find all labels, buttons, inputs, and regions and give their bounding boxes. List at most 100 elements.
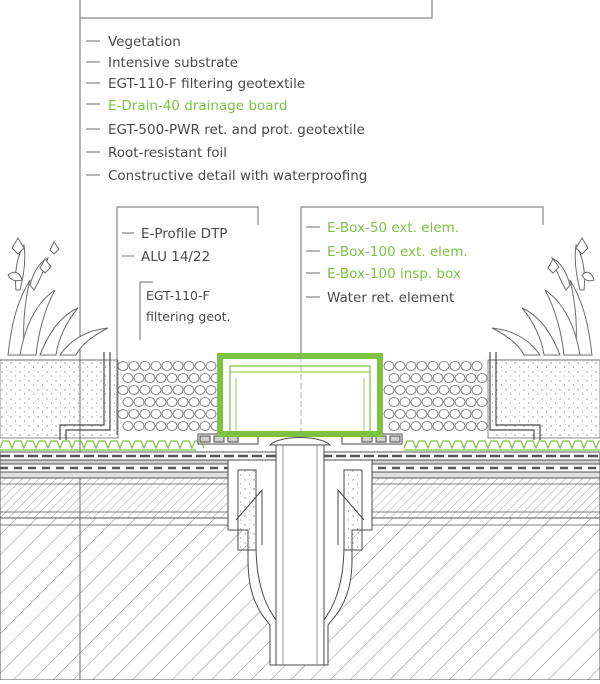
gravel-stone xyxy=(117,385,129,395)
gravel-stone xyxy=(139,409,151,419)
vegetation-right xyxy=(491,237,595,356)
gravel-stone xyxy=(150,409,162,419)
top_labels-label-4: EGT-500-PWR ret. and prot. geotextile xyxy=(108,122,365,138)
gravel-stone xyxy=(427,409,439,419)
right_labels-label-2: E-Box-100 insp. box xyxy=(327,266,461,282)
box-label-group: E-Box-50 ext. elem.E-Box-100 ext. elem.E… xyxy=(327,220,468,306)
gravel-stone xyxy=(150,361,162,371)
gravel-stone xyxy=(416,361,428,371)
gravel-stone xyxy=(194,385,206,395)
gravel-stone xyxy=(405,409,417,419)
gravel-stone xyxy=(388,397,400,407)
gravel-stone xyxy=(476,397,488,407)
gravel-stone xyxy=(122,397,134,407)
gravel-stone xyxy=(155,421,167,431)
gravel-stone xyxy=(155,397,167,407)
top_labels-label-1: Intensive substrate xyxy=(108,55,238,71)
gravel-stone xyxy=(410,373,422,383)
gravel-stone xyxy=(427,361,439,371)
gravel-stone xyxy=(438,385,450,395)
gravel-stone xyxy=(172,409,184,419)
gravel-stone xyxy=(150,385,162,395)
gravel-stone xyxy=(465,421,477,431)
gravel-stone xyxy=(128,385,140,395)
gravel-stone xyxy=(405,385,417,395)
drainage-corrugation xyxy=(0,440,205,450)
gravel-stone xyxy=(161,385,173,395)
gravel-stone xyxy=(128,409,140,419)
gravel-stone xyxy=(188,373,200,383)
profile-label-group: E-Profile DTP ALU 14/22 xyxy=(141,226,227,265)
gravel-stone xyxy=(449,361,461,371)
inspection-box xyxy=(217,353,383,437)
left_labels-label-1: ALU 14/22 xyxy=(141,249,210,265)
gravel-stone xyxy=(399,421,411,431)
left_labels-label-0: E-Profile DTP xyxy=(141,226,227,242)
gravel-stone xyxy=(183,385,195,395)
box-leader-frame xyxy=(300,206,544,450)
gravel-stone xyxy=(394,385,406,395)
drain-outlet xyxy=(227,437,373,666)
gravel-stone xyxy=(194,409,206,419)
top_labels-label-0: Vegetation xyxy=(108,34,181,50)
top_labels-label-3: E-Drain-40 drainage board xyxy=(108,98,287,114)
gravel-stone xyxy=(383,409,395,419)
gravel-stone xyxy=(416,409,428,419)
gravel-stone xyxy=(205,361,217,371)
gravel-stone xyxy=(443,373,455,383)
gravel-stone xyxy=(476,373,488,383)
gravel-stone xyxy=(427,385,439,395)
gravel-stone xyxy=(471,409,483,419)
gravel-stone xyxy=(416,385,428,395)
gravel-stone xyxy=(410,421,422,431)
gravel-stone xyxy=(117,361,129,371)
gravel-stone xyxy=(177,373,189,383)
gravel-stone xyxy=(183,409,195,419)
e-profile-left xyxy=(59,352,111,440)
gravel-stone xyxy=(139,361,151,371)
gravel-stone xyxy=(454,373,466,383)
gravel-stone xyxy=(122,373,134,383)
gravel-stone xyxy=(421,421,433,431)
gravel-stone xyxy=(139,385,151,395)
gravel-stone xyxy=(199,373,211,383)
gravel-stone xyxy=(465,397,477,407)
gravel-stone xyxy=(128,361,140,371)
vegetation-left xyxy=(7,237,109,356)
gravel-stone xyxy=(155,373,167,383)
gravel-stone xyxy=(205,385,217,395)
gravel-stone xyxy=(117,409,129,419)
gravel-stone xyxy=(122,421,134,431)
gravel-stone xyxy=(144,421,156,431)
gravel-stone xyxy=(144,373,156,383)
gravel-stone xyxy=(199,421,211,431)
gravel-stone xyxy=(399,373,411,383)
gravel-stone xyxy=(449,385,461,395)
right_labels-label-1: E-Box-100 ext. elem. xyxy=(327,244,468,260)
gravel-stone xyxy=(449,409,461,419)
drainage-corrugation xyxy=(403,440,600,450)
gravel-stone xyxy=(383,361,395,371)
filter-leader-frame xyxy=(139,281,153,340)
top_labels-label-5: Root-resistant foil xyxy=(108,145,227,161)
gravel-stone xyxy=(471,385,483,395)
gravel-stone xyxy=(471,361,483,371)
gravel-stone xyxy=(438,361,450,371)
gravel-stone xyxy=(172,385,184,395)
gravel-stone xyxy=(205,409,217,419)
gravel-stone xyxy=(199,397,211,407)
gravel-stone xyxy=(443,397,455,407)
gravel-stone xyxy=(460,361,472,371)
gravel-stone xyxy=(133,373,145,383)
gravel-stone xyxy=(388,421,400,431)
gravel-stone xyxy=(183,361,195,371)
top_labels-label-2: EGT-110-F filtering geotextile xyxy=(108,76,305,92)
gravel-stone xyxy=(394,409,406,419)
gravel-stone xyxy=(166,421,178,431)
gravel-stone xyxy=(172,361,184,371)
gravel-stone xyxy=(438,409,450,419)
